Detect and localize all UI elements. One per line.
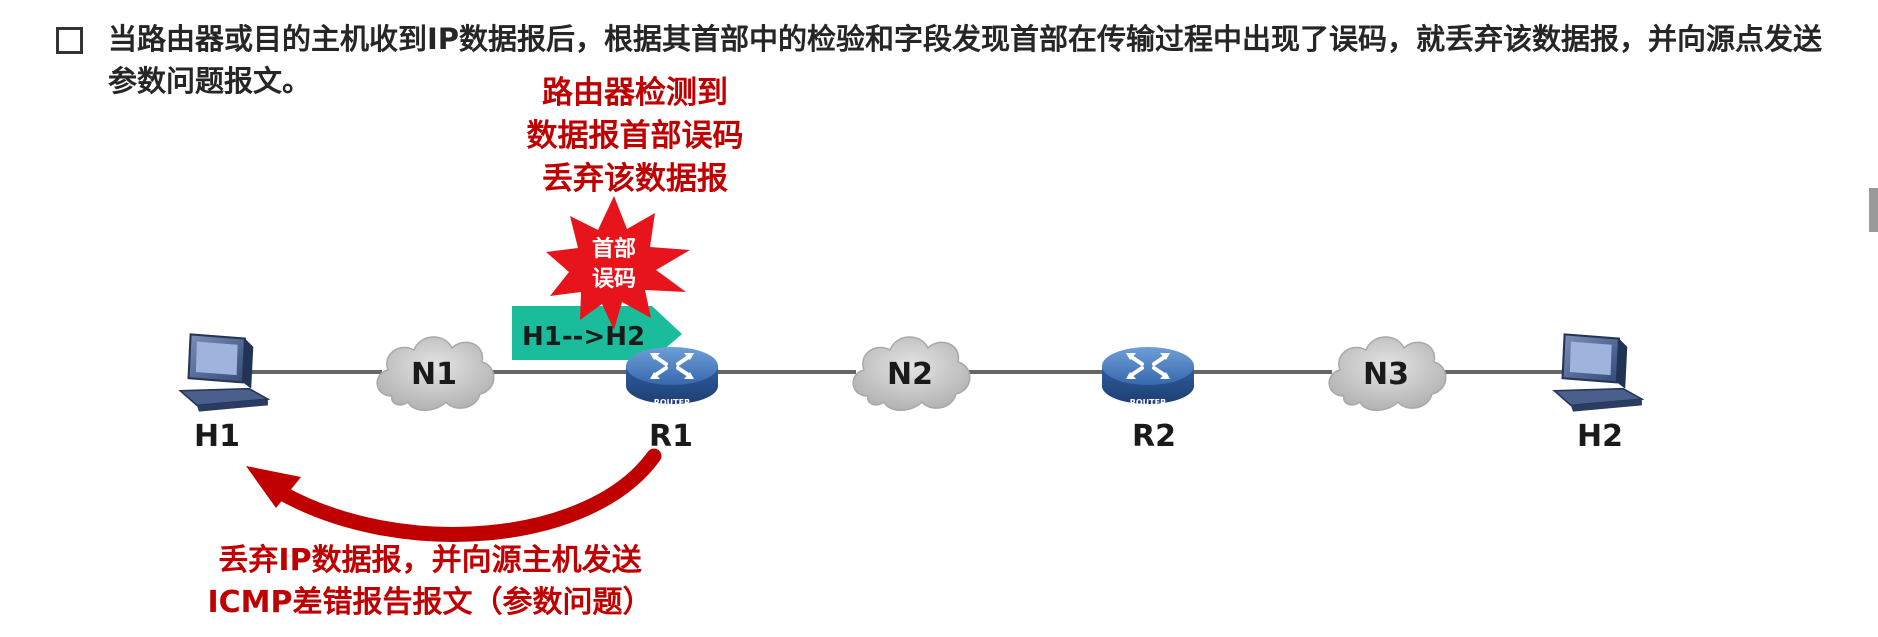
node-label-r1: R1	[649, 419, 693, 454]
router-r1-icon: ROUTER	[624, 345, 720, 407]
node-label-n3: N3	[1363, 357, 1409, 392]
node-label-h1: H1	[194, 419, 240, 454]
router-badge-r2: ROUTER	[1130, 398, 1167, 407]
packet-label: H1-->H2	[522, 322, 645, 352]
node-label-n1: N1	[411, 357, 457, 392]
node-label-r2: R2	[1132, 419, 1176, 454]
bullet-text: 当路由器或目的主机收到IP数据报后，根据其首部中的检验和字段发现首部在传输过程中…	[108, 22, 1823, 98]
host-h2-icon	[1553, 333, 1643, 413]
burst-label-line2: 误码	[592, 267, 636, 292]
packet-arrow: H1-->H2	[512, 306, 682, 360]
node-label-h2: H2	[1577, 419, 1623, 454]
burst-label-line1: 首部	[592, 236, 636, 262]
annotation-bottom-line2: ICMP差错报告报文（参数问题）	[207, 585, 653, 620]
node-label-n2: N2	[887, 357, 933, 392]
icmp-report-annotation: 丢弃IP数据报，并向源主机发送 ICMP差错报告报文（参数问题）	[180, 540, 680, 624]
annotation-bottom-line1: 丢弃IP数据报，并向源主机发送	[218, 543, 642, 578]
router-detect-annotation: 路由器检测到 数据报首部误码 丢弃该数据报	[500, 72, 770, 201]
annotation-top-line2: 数据报首部误码	[526, 118, 744, 154]
icmp-return-arrow	[246, 448, 662, 542]
bullet-checkbox-icon	[56, 27, 83, 54]
scrollbar-thumb[interactable]	[1869, 188, 1878, 232]
error-burst-icon: 首部 误码	[546, 196, 690, 330]
router-badge-r1: ROUTER	[654, 398, 691, 407]
annotation-top-line1: 路由器检测到	[542, 75, 728, 111]
annotation-top-line3: 丢弃该数据报	[542, 161, 728, 197]
router-r2-icon: ROUTER	[1100, 345, 1196, 407]
